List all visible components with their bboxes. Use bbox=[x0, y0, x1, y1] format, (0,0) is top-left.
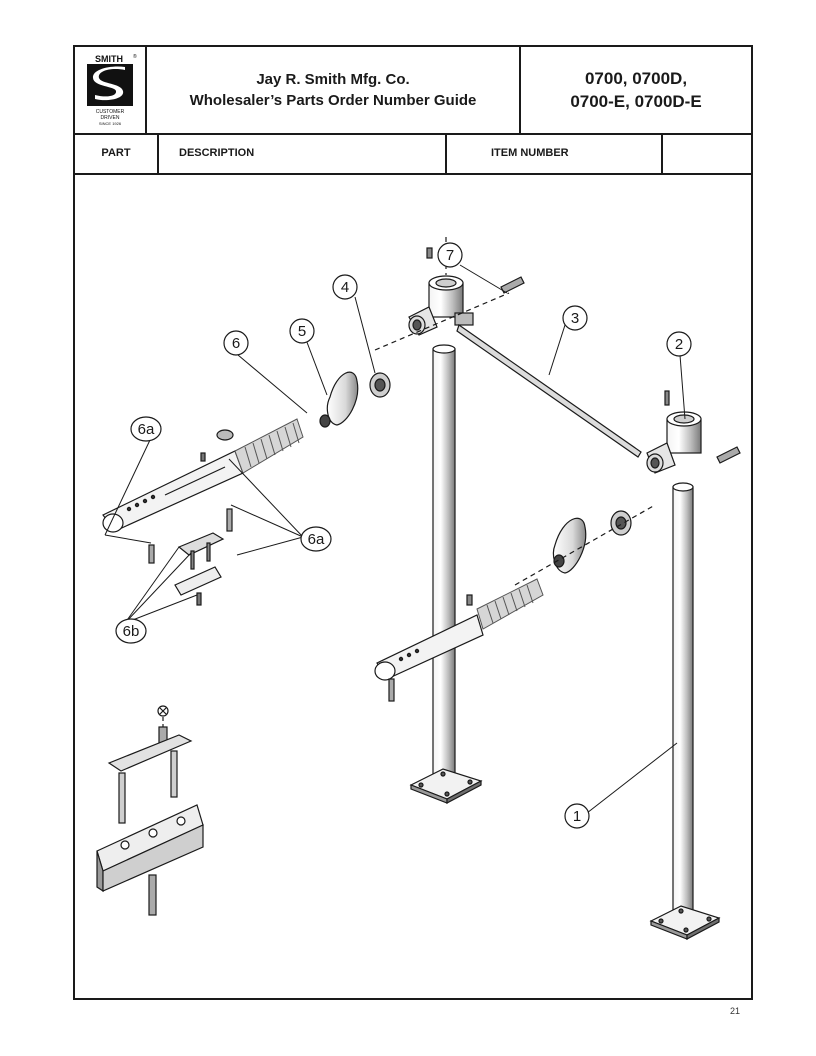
small-clip-assembly bbox=[174, 532, 225, 606]
page-frame: SMITH ® CUSTOMER DRIVEN SINCE 1926 Jay R… bbox=[73, 45, 753, 1000]
title-cell: Jay R. Smith Mfg. Co. Wholesaler’s Parts… bbox=[147, 47, 521, 133]
column-description: DESCRIPTION bbox=[159, 133, 447, 173]
callout-7: 7 bbox=[446, 247, 454, 264]
column-part: PART bbox=[75, 133, 159, 173]
callout-6: 6 bbox=[232, 335, 240, 352]
callout-3: 3 bbox=[571, 310, 579, 327]
callout-5: 5 bbox=[298, 323, 306, 340]
callout-1: 1 bbox=[573, 808, 581, 825]
logo-registered-mark: ® bbox=[133, 53, 137, 60]
callout-4: 4 bbox=[341, 279, 349, 296]
right-post bbox=[649, 482, 721, 940]
logo-line2: DRIVEN bbox=[101, 115, 120, 121]
right-clamp-fitting bbox=[646, 390, 741, 474]
model-numbers-line2: 0700-E, 0700D-E bbox=[570, 92, 702, 111]
header-row: SMITH ® CUSTOMER DRIVEN SINCE 1926 Jay R… bbox=[75, 47, 751, 135]
company-name: Jay R. Smith Mfg. Co. bbox=[256, 71, 410, 88]
column-header-row: PART DESCRIPTION ITEM NUMBER bbox=[75, 133, 751, 175]
exploded-parts-diagram: 7 4 5 6 3 2 6a 6a 6b 1 bbox=[75, 175, 751, 998]
logo-line1: CUSTOMER bbox=[96, 109, 125, 115]
lower-threaded-arm bbox=[374, 578, 544, 702]
callout-2: 2 bbox=[675, 336, 683, 353]
upper-threaded-arm bbox=[102, 418, 304, 564]
callout-6b: 6b bbox=[123, 623, 140, 640]
top-clamp-fitting bbox=[374, 237, 525, 351]
model-numbers-cell: 0700, 0700D, 0700-E, 0700D-E bbox=[521, 47, 751, 133]
logo-s-mark bbox=[92, 66, 125, 101]
logo-line3: SINCE 1926 bbox=[99, 121, 122, 126]
guide-title: Wholesaler’s Parts Order Number Guide bbox=[189, 92, 477, 109]
page-number: 21 bbox=[730, 1006, 741, 1016]
callout-6a-left: 6a bbox=[138, 421, 155, 438]
smith-logo: SMITH ® CUSTOMER DRIVEN SINCE 1926 bbox=[85, 53, 137, 129]
callout-6a-right: 6a bbox=[308, 531, 325, 548]
clip-detail-enlarged bbox=[96, 705, 204, 916]
logo-brand-text: SMITH bbox=[95, 54, 123, 64]
column-blank bbox=[663, 133, 751, 173]
left-post bbox=[409, 344, 483, 804]
upper-nut-and-cone bbox=[319, 371, 391, 428]
model-numbers-line1: 0700, 0700D, bbox=[584, 69, 688, 88]
cross-rod bbox=[456, 324, 642, 458]
lower-nut-and-cone bbox=[514, 504, 656, 586]
callout-leader-lines bbox=[104, 264, 686, 814]
column-item-number: ITEM NUMBER bbox=[447, 133, 663, 173]
callout-circles bbox=[115, 242, 692, 829]
logo-cell: SMITH ® CUSTOMER DRIVEN SINCE 1926 bbox=[75, 47, 147, 133]
